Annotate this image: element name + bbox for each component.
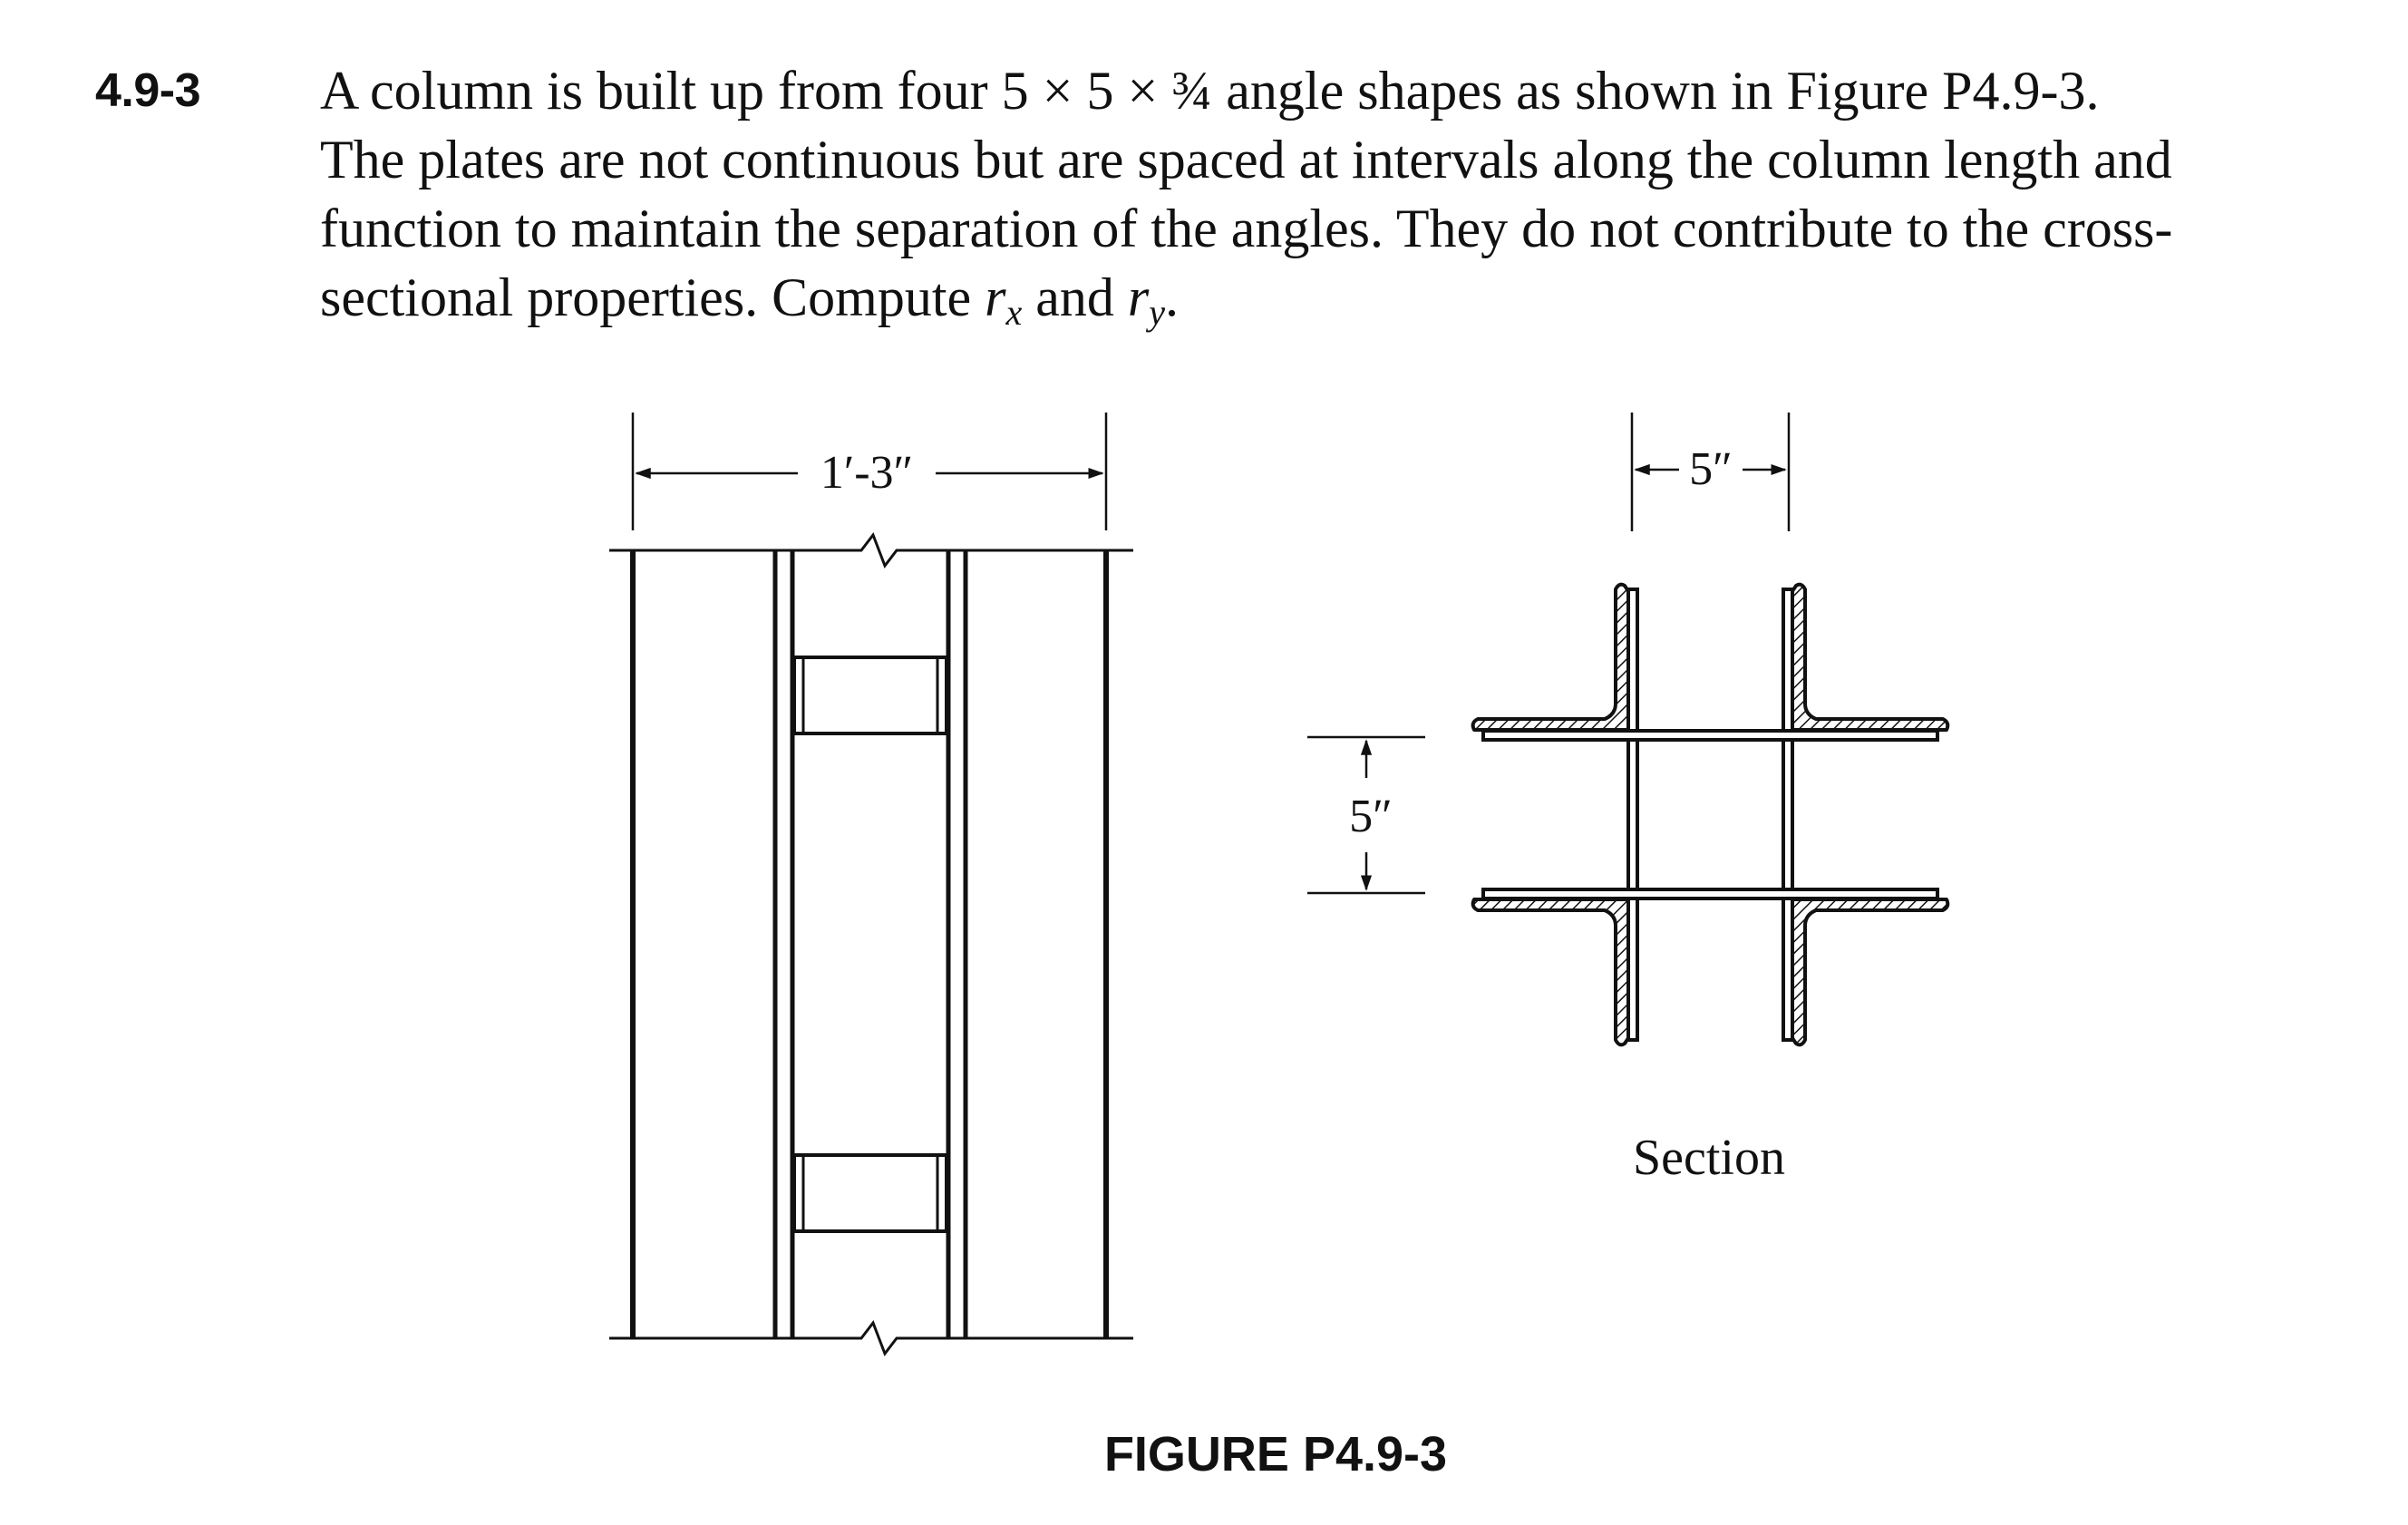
problem-line-1: A column is built up from four 5 × 5 × ¾… xyxy=(320,61,2100,121)
bottom-break-line xyxy=(609,1319,1133,1357)
section-view xyxy=(1307,413,1950,1047)
problem-line-4: sectional properties. Compute rx and ry. xyxy=(320,263,2296,332)
section-label: Section xyxy=(1633,1130,1785,1186)
angle-lower-left xyxy=(1471,898,1630,1047)
problem-statement: A column is built up from four 5 × 5 × ¾… xyxy=(320,56,2296,332)
problem-line-2: The plates are not continuous but are sp… xyxy=(320,130,2172,189)
symbol-rx: rx xyxy=(985,267,1022,331)
width-dimension-label: 1′-3″ xyxy=(820,447,913,499)
problem-number: 4.9-3 xyxy=(95,64,201,117)
symbol-rx-r: r xyxy=(985,267,1006,327)
section-top-dimension-label: 5″ xyxy=(1689,443,1733,495)
section-plate-top xyxy=(1481,729,1939,742)
section-plate-left xyxy=(1626,588,1639,1042)
symbol-rx-subscript: x xyxy=(1005,292,1023,333)
problem-line-4-prefix: sectional properties. Compute xyxy=(320,267,986,327)
tie-plate-lower xyxy=(792,1153,948,1233)
symbol-ry-subscript: y xyxy=(1149,292,1166,333)
symbol-ry-r: r xyxy=(1127,267,1150,327)
problem-line-4-and: and xyxy=(1022,267,1128,327)
section-side-dimension-label: 5″ xyxy=(1349,791,1393,842)
angle-upper-right xyxy=(1791,582,1950,732)
elevation-view xyxy=(609,413,1133,1357)
symbol-ry: ry xyxy=(1127,267,1165,331)
angle-upper-left xyxy=(1471,582,1630,732)
problem-line-3: function to maintain the separation of t… xyxy=(320,199,2173,258)
problem-line-4-end: . xyxy=(1165,267,1180,327)
section-plate-right xyxy=(1782,588,1794,1042)
section-plate-bottom xyxy=(1481,888,1939,900)
top-break-line xyxy=(609,531,1133,569)
figure-caption: FIGURE P4.9-3 xyxy=(1104,1427,1447,1481)
angle-lower-right xyxy=(1791,898,1950,1047)
tie-plate-upper xyxy=(792,656,948,735)
